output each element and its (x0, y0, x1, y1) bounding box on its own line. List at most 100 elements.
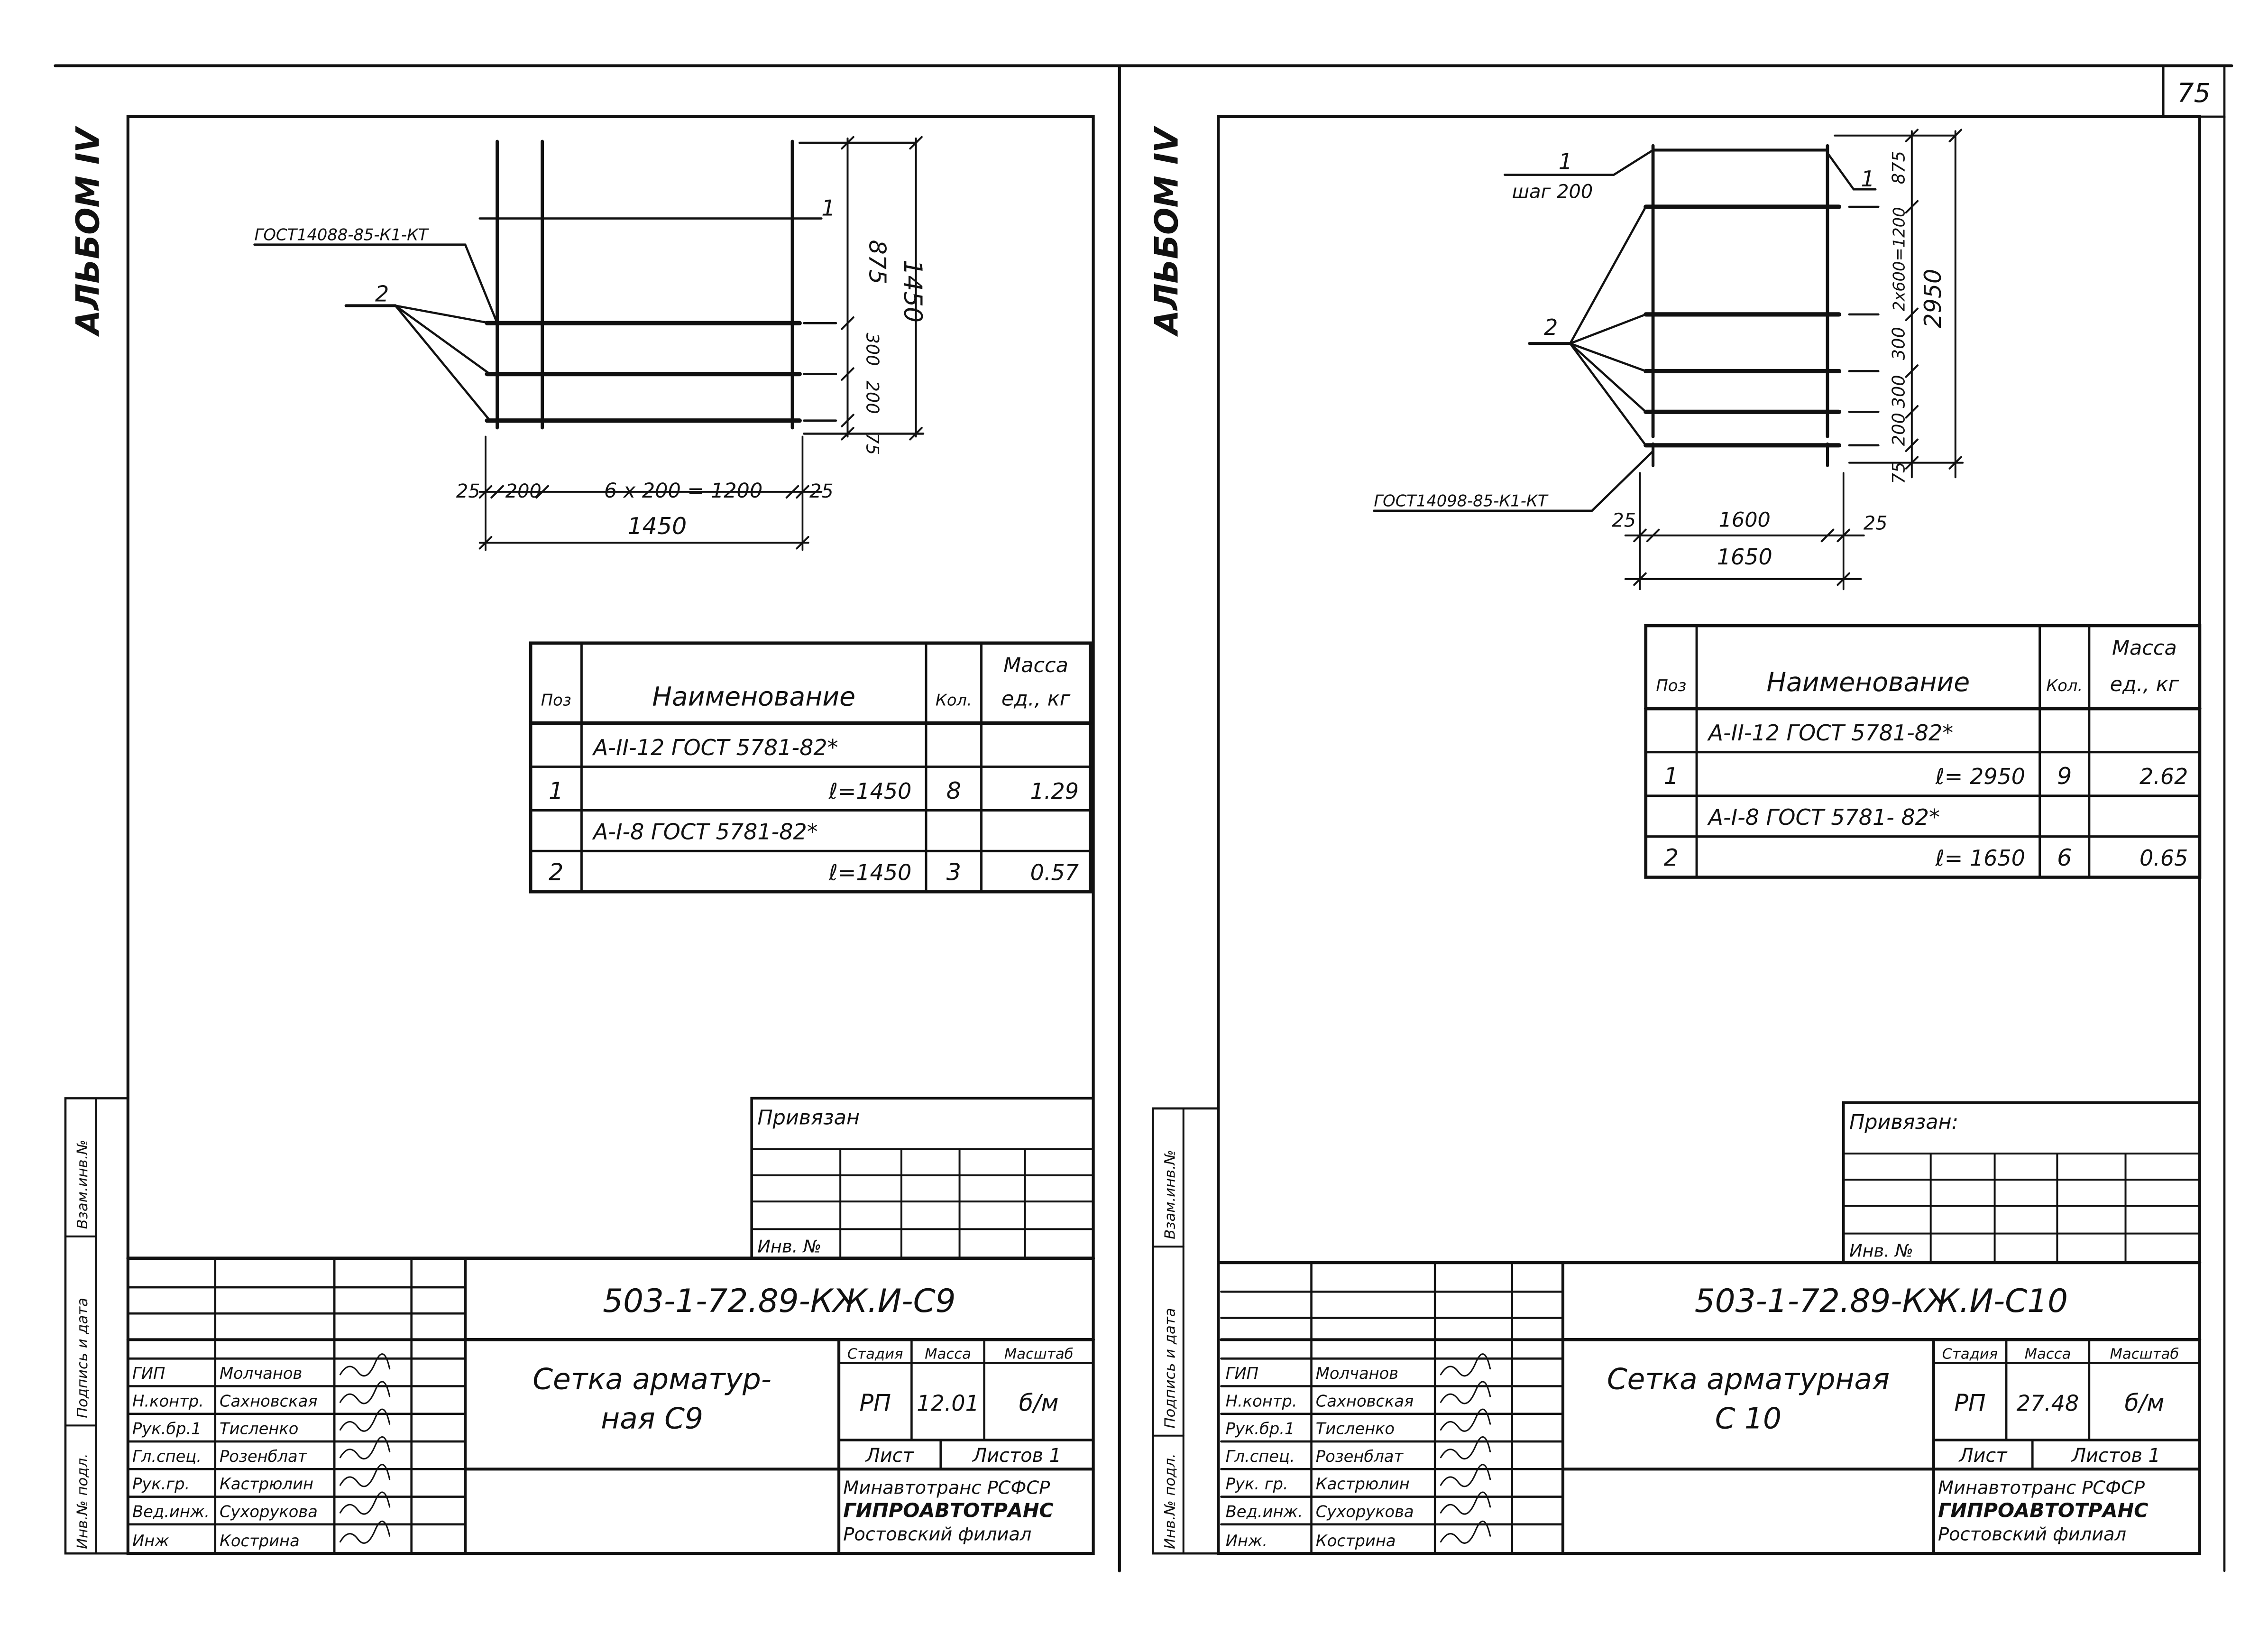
dimension-tick (785, 485, 799, 499)
header-mass-unit: ед., кг (2110, 673, 2179, 696)
staff-role: Инж (132, 1532, 169, 1550)
dimension-tick (841, 316, 854, 330)
row-pos: 1 (549, 777, 563, 804)
dim-25-left: 25 (1612, 510, 1636, 532)
dim-75: 75 (862, 433, 882, 455)
row-name: А-II-12 ГОСТ 5781-82* (592, 735, 838, 760)
side-stamp-podpis: Подпись и дата (74, 1298, 91, 1418)
side-stamp-vzam: Взам.инв.№ (1162, 1150, 1178, 1239)
staff-role: Рук. гр. (1226, 1475, 1288, 1493)
staff-role: Н.контр. (1226, 1392, 1297, 1410)
header-qty: Кол. (936, 691, 972, 710)
dim-2950: 2950 (1919, 269, 1947, 328)
dimension-tick (1646, 528, 1660, 543)
scale-header: Масштаб (2110, 1346, 2179, 1362)
leader-line (464, 243, 498, 324)
header-pos: Поз (541, 691, 571, 710)
staff-name: Сахновская (1316, 1392, 1414, 1410)
dim-300-a: 300 (1888, 327, 1909, 360)
mass-value: 12.01 (917, 1391, 979, 1416)
dim-200-h: 200 (505, 480, 542, 502)
stage-value: РП (1954, 1389, 1985, 1417)
staff-role: Рук.бр.1 (1226, 1420, 1295, 1438)
staff-role: ГИП (132, 1364, 165, 1383)
dimension-tick (841, 136, 854, 150)
stage-header: Стадия (847, 1346, 903, 1362)
dim-200: 200 (1888, 413, 1909, 446)
dimension-tick (841, 414, 854, 427)
leader-line (1569, 205, 1647, 345)
drawing-title-2: ная С9 (601, 1402, 703, 1435)
signature (1440, 1353, 1491, 1377)
pos1-right-label: 1 (1861, 166, 1875, 192)
row-qty: 3 (946, 859, 961, 886)
org-line-3: Ростовский филиал (843, 1524, 1031, 1545)
dimension-tick (909, 427, 923, 441)
staff-name: Молчанов (220, 1364, 302, 1383)
sheet-label: Лист (865, 1445, 915, 1467)
dim-2x600: 2x600=1200 (1890, 207, 1908, 311)
dim-1650: 1650 (1717, 544, 1772, 570)
side-stamp-inv-podl: Инв.№ подл. (1162, 1453, 1178, 1549)
staff-name: Тисленко (1316, 1420, 1395, 1438)
dimension-tick (1905, 200, 1919, 214)
header-mass: Масса (2112, 636, 2177, 660)
signature (1440, 1408, 1491, 1432)
staff-name: Сухорукова (220, 1502, 318, 1521)
header-mass: Масса (1003, 654, 1068, 677)
signature (1440, 1464, 1491, 1487)
staff-name: Кастрюлин (220, 1475, 313, 1493)
row-name: ℓ=1450 (828, 778, 912, 804)
side-stamp-inv-podl: Инв.№ подл. (74, 1453, 91, 1549)
privyazan-label: Привязан: (1849, 1110, 1958, 1134)
dimension-tick (1948, 129, 1963, 143)
signature (1440, 1436, 1491, 1460)
dim-25-right: 25 (809, 480, 834, 502)
dimension-tick (1948, 456, 1963, 470)
album-label: АЛЬБОМ IV (69, 126, 106, 337)
mass-header: Масса (925, 1346, 971, 1362)
staff-role: Рук.бр.1 (132, 1420, 202, 1438)
dimension-tick (1905, 129, 1919, 143)
dimension-tick (841, 367, 854, 381)
leader-line (1590, 450, 1654, 512)
dimension-tick (1905, 405, 1919, 419)
dimension-tick (1905, 364, 1919, 378)
org-line-1: Минавтотранс РСФСР (843, 1477, 1050, 1498)
dimension-tick (1820, 528, 1835, 543)
weld-note-leader: ГОСТ14088-85-К1-КТ (255, 226, 429, 244)
staff-name: Кастрюлин (1316, 1475, 1410, 1493)
row-mass: 1.29 (1030, 778, 1079, 804)
signature (339, 1353, 391, 1377)
row-name: А-II-12 ГОСТ 5781-82* (1707, 720, 1954, 746)
leader-line (1569, 313, 1647, 345)
signature (339, 1408, 391, 1432)
header-mass-unit: ед., кг (1001, 687, 1071, 711)
dim-875: 875 (1888, 151, 1909, 184)
staff-name: Молчанов (1316, 1364, 1398, 1383)
header-name: Наименование (1766, 667, 1970, 698)
row-qty: 8 (946, 777, 961, 804)
dim-span: 6 x 200 = 1200 (604, 479, 762, 503)
sheets-count: Листов 1 (2071, 1445, 2160, 1467)
staff-name: Розенблат (220, 1447, 308, 1466)
org-line-2: ГИПРОАВТОТРАНС (843, 1499, 1054, 1522)
row-mass: 0.65 (2139, 845, 2188, 871)
signature (339, 1464, 391, 1487)
leader-line (1569, 342, 1647, 413)
row-name: А-I-8 ГОСТ 5781- 82* (1707, 804, 1940, 830)
side-stamp-podpis: Подпись и дата (1162, 1308, 1178, 1429)
staff-role: Вед.инж. (132, 1502, 210, 1521)
mass-header: Масса (2025, 1346, 2071, 1362)
scale-value: б/м (2124, 1389, 2164, 1417)
signature (339, 1520, 391, 1544)
drawing-title: Сетка арматур- (533, 1363, 771, 1396)
header-name: Наименование (652, 682, 855, 712)
side-stamp-vzam: Взам.инв.№ (74, 1140, 91, 1229)
privyazan-label: Привязан (757, 1106, 860, 1130)
staff-name: Кострина (220, 1532, 300, 1550)
mass-value: 27.48 (2017, 1391, 2079, 1416)
row-mass: 2.62 (2139, 764, 2188, 789)
sheet-frame (126, 115, 1095, 1555)
row-name: ℓ= 2950 (1935, 764, 2025, 789)
